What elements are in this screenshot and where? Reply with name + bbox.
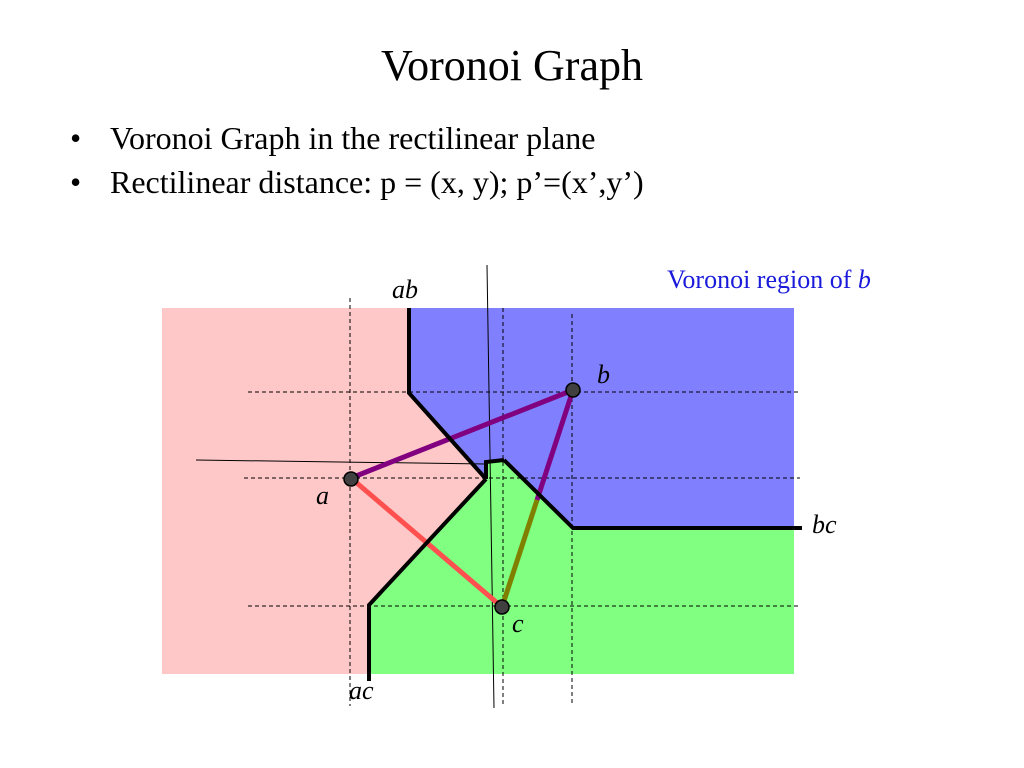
bisector-bc: [502, 458, 802, 530]
dashed-guides: [244, 298, 800, 706]
edge-b-c: [534, 389, 576, 501]
slide-title: Voronoi Graph: [381, 41, 643, 90]
bullet-item-1: • Voronoi Graph in the rectilinear plane: [70, 116, 644, 160]
region-note-site: b: [858, 265, 871, 294]
bisector-ac: [367, 477, 488, 681]
bullet-item-2: • Rectilinear distance: p = (x, y); p’=(…: [70, 160, 644, 204]
label-ac: ac: [349, 676, 374, 705]
label-a: a: [316, 481, 329, 510]
label-ab: ab: [392, 275, 418, 304]
voronoi-edges: [367, 308, 802, 681]
bisector-ab: [407, 308, 488, 481]
region-c: [369, 460, 794, 674]
label-bc: bc: [812, 510, 837, 539]
bisector-center: [484, 458, 505, 479]
site-c-point: [494, 599, 510, 615]
site-b-point: [565, 382, 581, 398]
edge-a-b: [350, 387, 574, 481]
bullet-text-1: Voronoi Graph in the rectilinear plane: [110, 120, 596, 156]
thin-line-vertical: [486, 264, 495, 709]
label-b: b: [597, 360, 610, 389]
bullet-marker: •: [70, 164, 82, 200]
thin-line-horizontal: [195, 459, 487, 465]
region-b: [409, 308, 794, 528]
bullet-list: • Voronoi Graph in the rectilinear plane…: [70, 116, 644, 204]
edge-b-c-lower: [499, 499, 540, 608]
region-note-prefix: Voronoi region of: [667, 265, 858, 294]
bullet-text-2: Rectilinear distance: p = (x, y); p’=(x’…: [110, 164, 644, 200]
region-note-label: Voronoi region of b: [667, 265, 871, 294]
site-a-point: [343, 471, 359, 487]
label-c: c: [512, 609, 524, 638]
bullet-marker: •: [70, 120, 82, 156]
